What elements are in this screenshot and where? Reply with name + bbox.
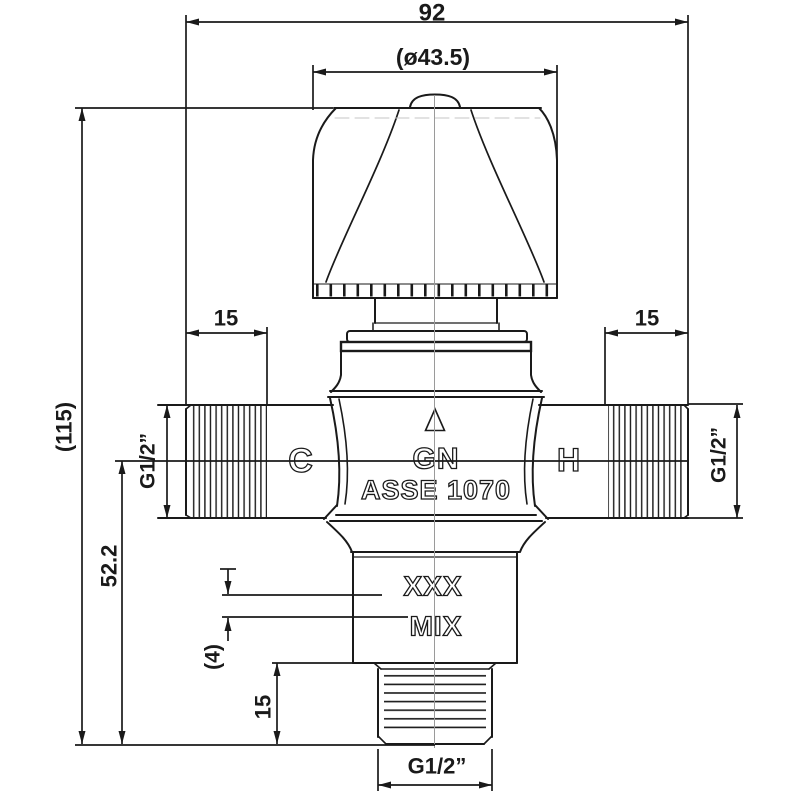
brand-label: GN xyxy=(413,443,460,476)
mix-outlet-label: MIX xyxy=(410,611,463,642)
label-right-thread-length: 15 xyxy=(635,306,659,331)
dim-bottom-thread-length xyxy=(272,662,353,744)
dim-left-thread-length xyxy=(186,327,268,404)
dimension-labels: 92 (ø43.5) (115) 52.2 G1/2” G1/2” 15 15 … xyxy=(52,0,731,779)
standard-label: ASSE 1070 xyxy=(361,475,511,505)
dim-right-port-size xyxy=(688,403,743,519)
label-total-height: (115) xyxy=(52,402,77,452)
hot-inlet-port xyxy=(538,404,689,519)
dim-bottom-port-size xyxy=(377,749,493,791)
dim-marking-offset xyxy=(220,568,408,641)
dim-right-thread-length xyxy=(604,327,688,404)
centerlines xyxy=(115,95,688,748)
dimension-lines xyxy=(75,15,743,791)
label-left-thread-length: 15 xyxy=(214,306,238,331)
label-bottom-thread-length: 15 xyxy=(251,695,276,719)
dim-total-width xyxy=(185,15,689,404)
label-right-port-size: G1/2” xyxy=(708,427,731,483)
label-bottom-port-size: G1/2” xyxy=(408,754,467,779)
mixing-body xyxy=(323,390,549,522)
valve-body-outline xyxy=(157,93,689,745)
label-center-to-bottom: 52.2 xyxy=(97,545,122,588)
label-knob-diameter: (ø43.5) xyxy=(396,44,470,70)
label-left-port-size: G1/2” xyxy=(137,433,160,489)
cold-inlet-port xyxy=(157,404,334,519)
knob-dome xyxy=(409,93,461,108)
label-marking-offset: (4) xyxy=(202,644,225,670)
model-label: XXX xyxy=(403,571,462,602)
dim-knob-diameter xyxy=(312,65,558,160)
dim-total-height xyxy=(75,107,435,746)
stem-and-bonnet xyxy=(330,297,542,393)
label-total-width: 92 xyxy=(419,0,446,27)
hot-port-label: H xyxy=(557,442,581,478)
